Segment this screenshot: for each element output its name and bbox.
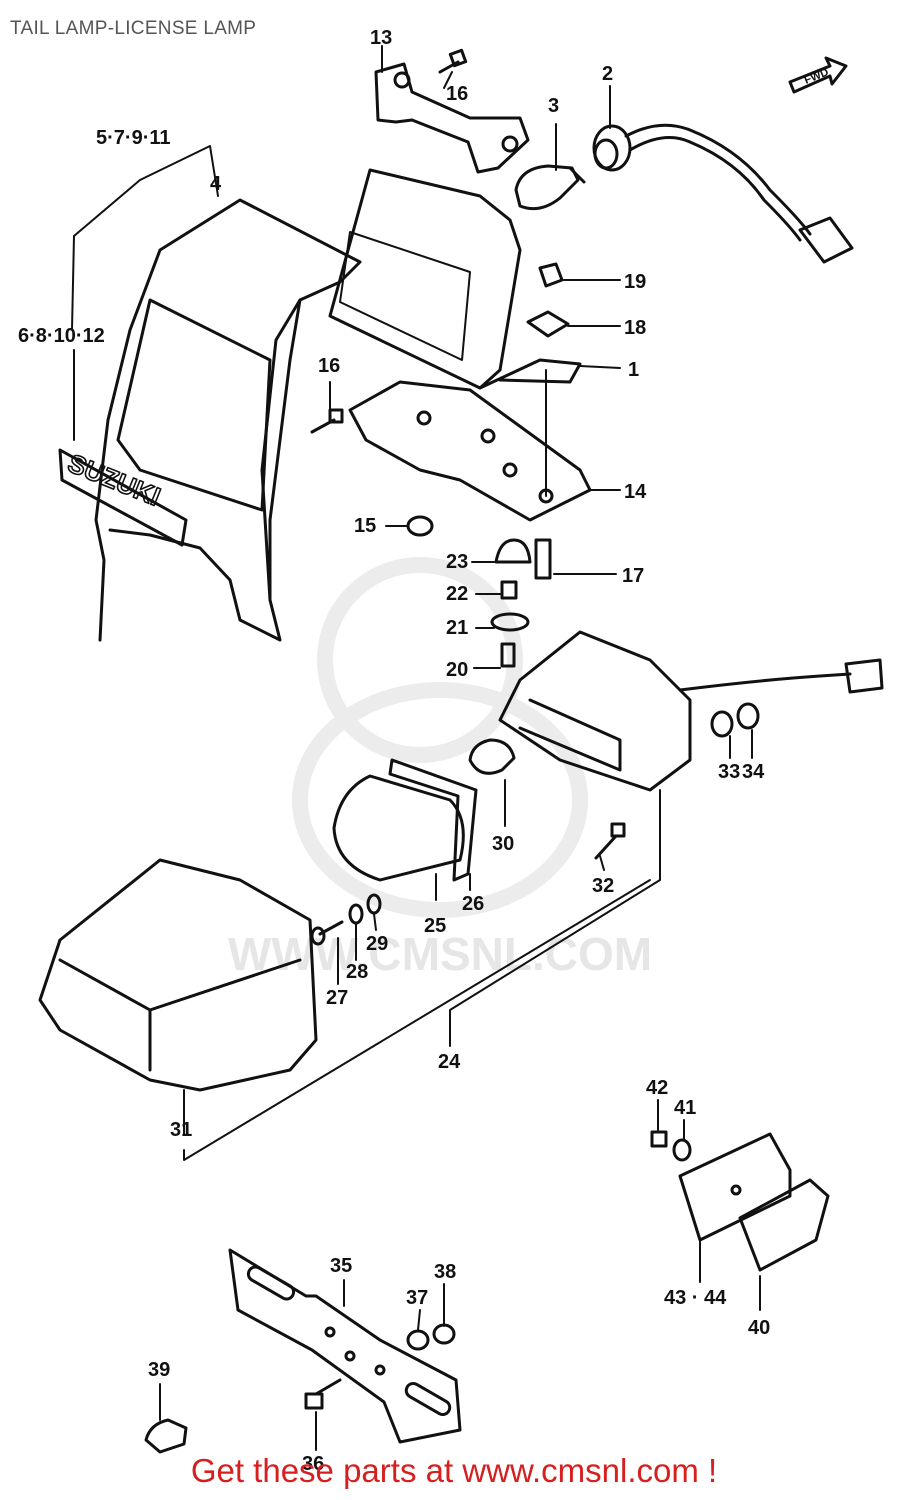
part-34-nut [736, 702, 760, 730]
front-direction-arrow: FWD [788, 56, 848, 94]
callout-26: 26 [462, 893, 484, 915]
part-43-license-lamp-base [678, 1132, 792, 1242]
part-42-nut [650, 1130, 668, 1148]
part-2-socket-wire [592, 123, 854, 264]
callout-20: 20 [446, 659, 468, 681]
callout-33: 33 [718, 761, 740, 783]
callout-18: 18 [624, 317, 646, 339]
callout-13: 13 [370, 27, 392, 49]
part-28-washer [348, 903, 364, 925]
part-41-washer [672, 1138, 692, 1162]
callout-38: 38 [434, 1261, 456, 1283]
callout-5-7-9-11: 5·7·9·11 [96, 127, 171, 149]
part-38-nut [432, 1323, 456, 1345]
part-37-washer [406, 1329, 430, 1351]
part-3-bulb [514, 164, 586, 211]
callout-29: 29 [366, 933, 388, 955]
part-32-screw [594, 822, 626, 860]
part-40-license-lens [738, 1178, 830, 1272]
callout-34: 34 [742, 761, 765, 783]
callout-24: 24 [438, 1051, 461, 1073]
part-23-bushing [494, 538, 532, 564]
callout-40: 40 [748, 1317, 770, 1339]
part-30-bulb [468, 738, 516, 775]
callout-3: 3 [548, 95, 559, 117]
part-24-tail-lamp-body [498, 630, 884, 792]
part-36-bolt [304, 1378, 342, 1410]
part-21-washer [490, 612, 530, 632]
callout-16-top: 16 [446, 83, 468, 105]
callout-32: 32 [592, 875, 614, 897]
callout-4: 4 [210, 173, 222, 195]
callout-35: 35 [330, 1255, 352, 1277]
callout-19: 19 [624, 271, 646, 293]
svg-text:SUZUKI: SUZUKI [64, 448, 165, 512]
part-17-bolt [534, 538, 552, 580]
part-16-bolt [438, 48, 468, 74]
part-22-collar [500, 580, 518, 600]
callout-36: 36 [302, 1453, 324, 1475]
part-18-washer [526, 310, 570, 338]
watermark-text: WWW.CMSNL.COM [228, 928, 652, 980]
callout-30: 30 [492, 833, 514, 855]
callout-43-44: 43 · 44 [664, 1287, 727, 1309]
part-31-lamp-cover [38, 858, 318, 1092]
callout-2: 2 [602, 63, 613, 85]
callout-6-8-10-12: 6·8·10·12 [18, 325, 105, 347]
callout-1: 1 [628, 359, 639, 381]
callout-15: 15 [354, 515, 376, 537]
callout-21: 21 [446, 617, 468, 639]
callout-14: 14 [624, 481, 647, 503]
part-20-screw [500, 642, 516, 668]
part-15-grommet [406, 515, 434, 537]
callout-23: 23 [446, 551, 468, 573]
part-4-rear-cowl: SUZUKI [58, 198, 362, 642]
callout-25: 25 [424, 915, 446, 937]
callout-31: 31 [170, 1119, 192, 1141]
part-13-bracket [374, 62, 530, 174]
diagram-title: TAIL LAMP-LICENSE LAMP [10, 18, 257, 39]
callout-41: 41 [674, 1097, 696, 1119]
callout-28: 28 [346, 961, 368, 983]
callout-37: 37 [406, 1287, 428, 1309]
callout-labels: 1 2 3 4 5·7·9·11 6·8·10·12 13 14 15 16 1… [18, 27, 770, 1475]
part-14-mounting-plate [348, 380, 592, 522]
part-19-nut [538, 262, 564, 288]
part-39-bulb [144, 1418, 188, 1454]
part-26-gasket [388, 758, 478, 882]
leader-lines [71, 45, 761, 1451]
callout-17: 17 [622, 565, 644, 587]
callout-22: 22 [446, 583, 468, 605]
callout-42: 42 [646, 1077, 668, 1099]
part-25-tail-lens [332, 774, 465, 882]
callout-16-mid: 16 [318, 355, 340, 377]
footer-link-text[interactable]: Get these parts at www.cmsnl.com ! [190, 1452, 718, 1489]
callout-39: 39 [148, 1359, 170, 1381]
callout-27: 27 [326, 987, 348, 1009]
svg-text:FWD: FWD [803, 66, 831, 87]
part-29-washer [366, 893, 382, 915]
part-16-bolt-lower [310, 408, 344, 434]
part-35-license-bracket [228, 1248, 462, 1444]
part-33-washer [710, 710, 734, 738]
